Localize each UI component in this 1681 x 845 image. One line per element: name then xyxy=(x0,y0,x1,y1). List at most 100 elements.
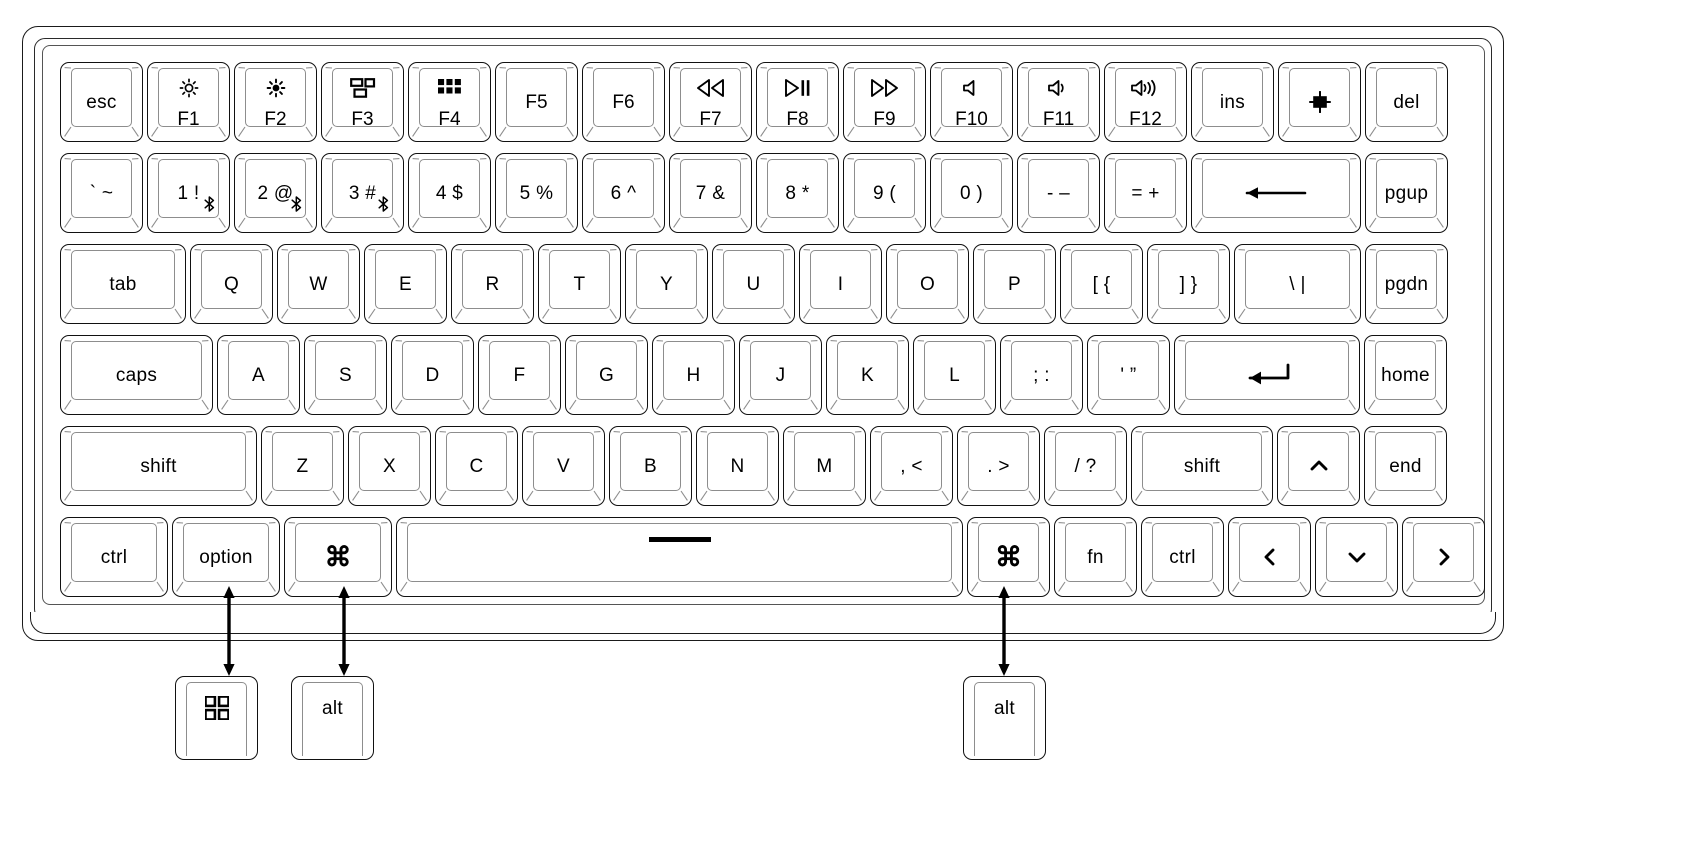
keycap-top-surface xyxy=(419,68,480,127)
key-backslash[interactable]: \ | xyxy=(1234,244,1361,324)
key-shift-right[interactable]: shift xyxy=(1131,426,1273,506)
key-f11[interactable]: F11 xyxy=(1017,62,1100,142)
key-f10[interactable]: F10 xyxy=(930,62,1013,142)
key-f1[interactable]: F1 xyxy=(147,62,230,142)
key-digit-0[interactable]: 0 ) xyxy=(930,153,1013,233)
keycap-top-surface xyxy=(228,341,289,400)
key-screenshot[interactable] xyxy=(1278,62,1361,142)
key-letter-m[interactable]: M xyxy=(783,426,866,506)
key-letter-h[interactable]: H xyxy=(652,335,735,415)
key-f4[interactable]: F4 xyxy=(408,62,491,142)
key-letter-o[interactable]: O xyxy=(886,244,969,324)
key-f7[interactable]: F7 xyxy=(669,62,752,142)
key-f5[interactable]: F5 xyxy=(495,62,578,142)
key-letter-r[interactable]: R xyxy=(451,244,534,324)
key-letter-w[interactable]: W xyxy=(277,244,360,324)
key-f9[interactable]: F9 xyxy=(843,62,926,142)
keycap-top-surface xyxy=(302,682,363,756)
keycap-top-surface xyxy=(680,68,741,127)
key-option-left[interactable]: option xyxy=(172,517,280,597)
key-letter-p[interactable]: P xyxy=(973,244,1056,324)
key-esc[interactable]: esc xyxy=(60,62,143,142)
key-digit-6[interactable]: 6 ^ xyxy=(582,153,665,233)
key-digit-5[interactable]: 5 % xyxy=(495,153,578,233)
keycap-top-surface xyxy=(1289,68,1350,127)
key-home[interactable]: home xyxy=(1364,335,1447,415)
key-del[interactable]: del xyxy=(1365,62,1448,142)
key-digit-3[interactable]: 3 # xyxy=(321,153,404,233)
windows-keycap[interactable] xyxy=(175,676,258,760)
key-arrow-right[interactable] xyxy=(1402,517,1485,597)
key-shift-left[interactable]: shift xyxy=(60,426,257,506)
key-digit-1[interactable]: 1 ! xyxy=(147,153,230,233)
keycap-top-surface xyxy=(407,523,952,582)
key-letter-x[interactable]: X xyxy=(348,426,431,506)
key-spacebar[interactable] xyxy=(396,517,963,597)
key-letter-q[interactable]: Q xyxy=(190,244,273,324)
key-slash[interactable]: / ? xyxy=(1044,426,1127,506)
alt-keycap-left[interactable]: alt xyxy=(291,676,374,760)
key-f6[interactable]: F6 xyxy=(582,62,665,142)
key-minus[interactable]: - – xyxy=(1017,153,1100,233)
key-letter-n[interactable]: N xyxy=(696,426,779,506)
key-letter-u[interactable]: U xyxy=(712,244,795,324)
key-letter-f[interactable]: F xyxy=(478,335,561,415)
key-letter-b[interactable]: B xyxy=(609,426,692,506)
key-arrow-up[interactable] xyxy=(1277,426,1360,506)
key-ctrl-right[interactable]: ctrl xyxy=(1141,517,1224,597)
alt-keycap-right[interactable]: alt xyxy=(963,676,1046,760)
keycap-top-surface xyxy=(71,432,246,491)
key-digit-9[interactable]: 9 ( xyxy=(843,153,926,233)
key-f8[interactable]: F8 xyxy=(756,62,839,142)
key-digit-8[interactable]: 8 * xyxy=(756,153,839,233)
key-letter-d[interactable]: D xyxy=(391,335,474,415)
key-bracket-right[interactable]: ] } xyxy=(1147,244,1230,324)
key-letter-t[interactable]: T xyxy=(538,244,621,324)
key-pgup[interactable]: pgup xyxy=(1365,153,1448,233)
key-letter-z[interactable]: Z xyxy=(261,426,344,506)
key-arrow-down[interactable] xyxy=(1315,517,1398,597)
keycap-top-surface xyxy=(1288,432,1349,491)
key-end[interactable]: end xyxy=(1364,426,1447,506)
key-letter-s[interactable]: S xyxy=(304,335,387,415)
key-tab[interactable]: tab xyxy=(60,244,186,324)
key-letter-g[interactable]: G xyxy=(565,335,648,415)
key-arrow-left[interactable] xyxy=(1228,517,1311,597)
key-letter-j[interactable]: J xyxy=(739,335,822,415)
key-digit-2[interactable]: 2 @ xyxy=(234,153,317,233)
key-semicolon[interactable]: ; : xyxy=(1000,335,1083,415)
key-letter-a[interactable]: A xyxy=(217,335,300,415)
key-pgdn[interactable]: pgdn xyxy=(1365,244,1448,324)
key-ctrl-left[interactable]: ctrl xyxy=(60,517,168,597)
key-backspace[interactable] xyxy=(1191,153,1361,233)
key-bracket-left[interactable]: [ { xyxy=(1060,244,1143,324)
key-f3[interactable]: F3 xyxy=(321,62,404,142)
key-backtick[interactable]: ` ~ xyxy=(60,153,143,233)
key-fn[interactable]: fn xyxy=(1054,517,1137,597)
keycap-label: alt xyxy=(994,698,1015,719)
key-f12[interactable]: F12 xyxy=(1104,62,1187,142)
key-period[interactable]: . > xyxy=(957,426,1040,506)
keycap-top-surface xyxy=(974,682,1035,756)
key-quote[interactable]: ' ” xyxy=(1087,335,1170,415)
key-digit-4[interactable]: 4 $ xyxy=(408,153,491,233)
key-caps[interactable]: caps xyxy=(60,335,213,415)
key-f2[interactable]: F2 xyxy=(234,62,317,142)
key-letter-e[interactable]: E xyxy=(364,244,447,324)
key-return[interactable] xyxy=(1174,335,1360,415)
key-letter-k[interactable]: K xyxy=(826,335,909,415)
key-command-left[interactable]: ⌘ xyxy=(284,517,392,597)
key-letter-c[interactable]: C xyxy=(435,426,518,506)
key-comma[interactable]: , < xyxy=(870,426,953,506)
key-ins[interactable]: ins xyxy=(1191,62,1274,142)
key-letter-y[interactable]: Y xyxy=(625,244,708,324)
key-digit-7[interactable]: 7 & xyxy=(669,153,752,233)
key-equals[interactable]: = + xyxy=(1104,153,1187,233)
keycap-top-surface xyxy=(897,250,958,309)
key-letter-i[interactable]: I xyxy=(799,244,882,324)
key-letter-l[interactable]: L xyxy=(913,335,996,415)
key-command-right[interactable]: ⌘ xyxy=(967,517,1050,597)
key-letter-v[interactable]: V xyxy=(522,426,605,506)
